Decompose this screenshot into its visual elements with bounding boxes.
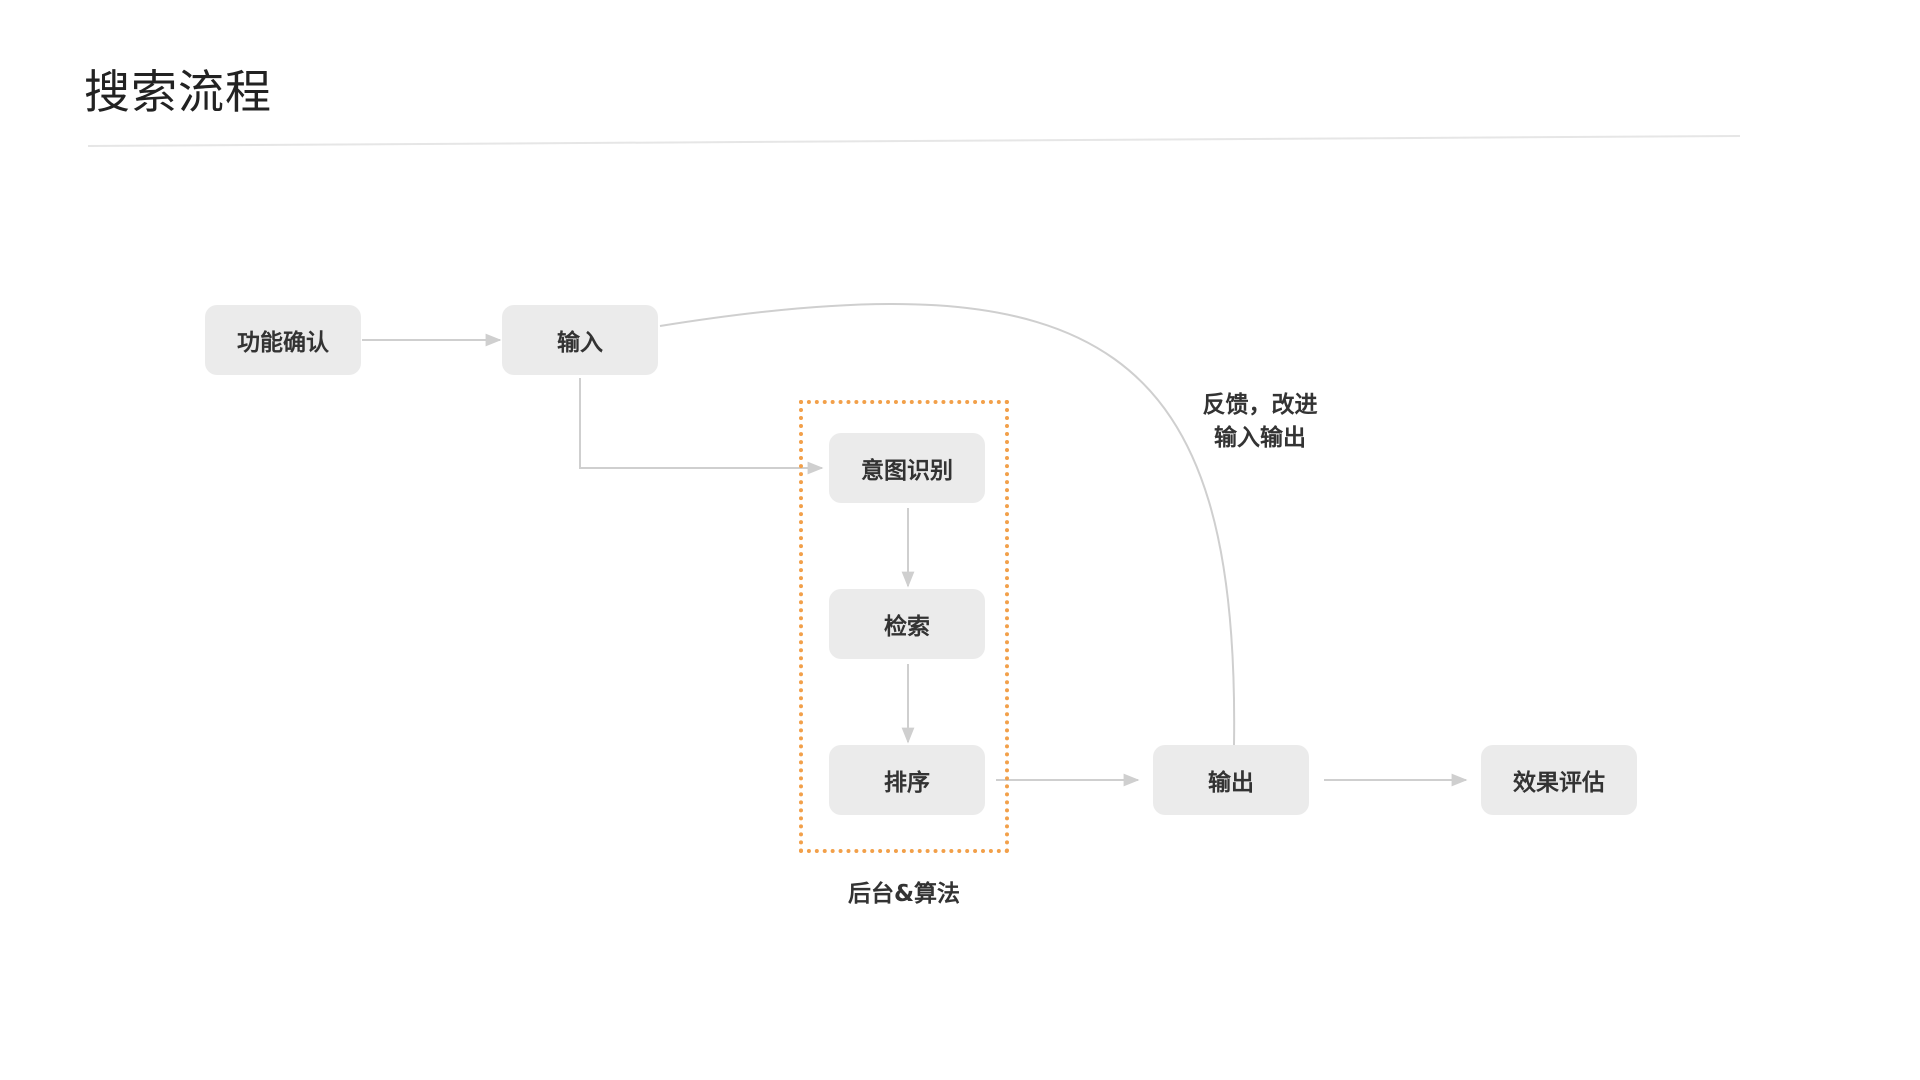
group-label: 后台&算法 xyxy=(847,881,961,907)
node-evaluate[interactable]: 效果评估 xyxy=(1481,745,1637,815)
feedback-label-line2: 输入输出 xyxy=(1214,425,1306,451)
page-title: 搜索流程 xyxy=(84,65,272,119)
node-retrieve[interactable]: 检索 xyxy=(829,589,985,659)
node-output[interactable]: 输出 xyxy=(1153,745,1309,815)
feedback-curve xyxy=(659,303,1236,746)
node-rank[interactable]: 排序 xyxy=(829,745,985,815)
node-confirm[interactable]: 功能确认 xyxy=(205,305,361,375)
node-intent[interactable]: 意图识别 xyxy=(829,433,985,503)
feedback-label: 反馈，改进 输入输出 xyxy=(1180,389,1340,455)
backend-algorithm-group xyxy=(799,400,1009,853)
arrow-input-to-intent xyxy=(579,378,824,475)
feedback-label-line1: 反馈，改进 xyxy=(1202,392,1318,418)
title-divider xyxy=(87,135,1741,147)
node-input[interactable]: 输入 xyxy=(502,305,658,375)
